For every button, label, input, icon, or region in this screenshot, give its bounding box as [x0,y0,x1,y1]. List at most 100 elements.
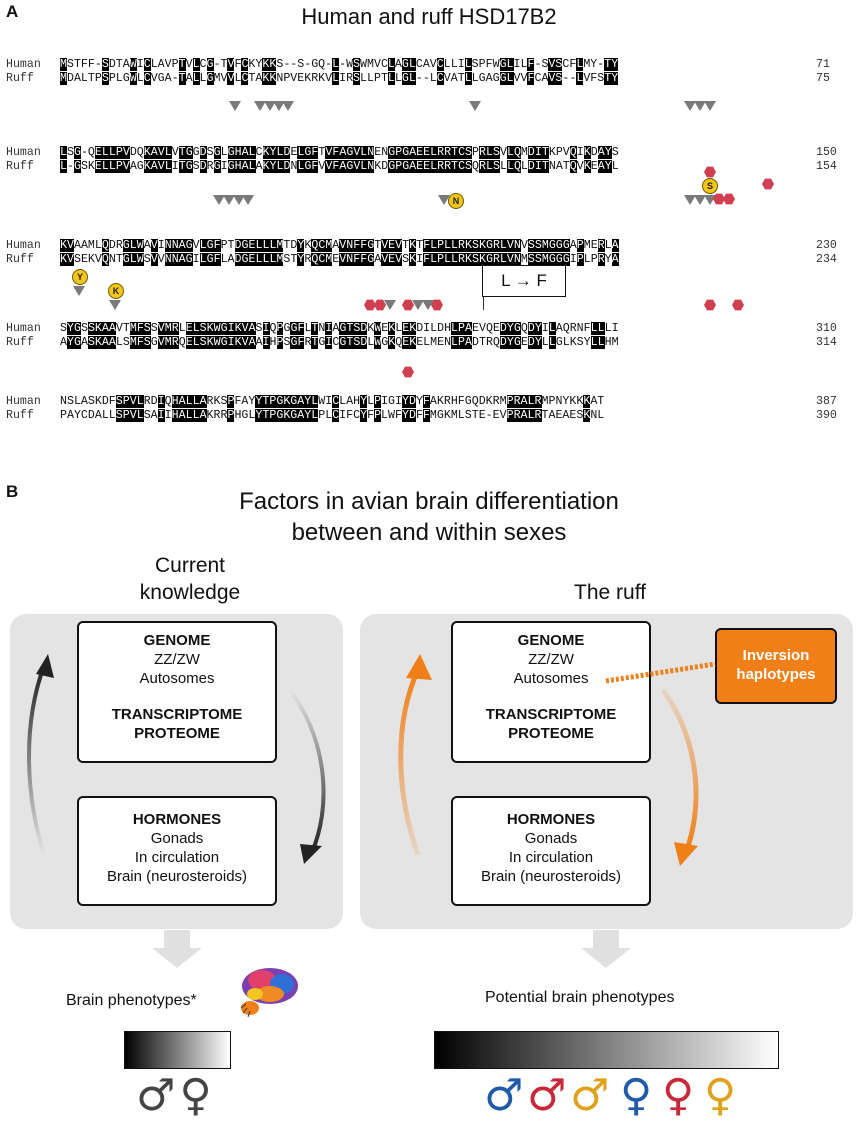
site-hexagon-icon [402,366,414,378]
genome-heading: GENOME [517,632,585,649]
left-gradient-bar [124,1031,231,1069]
left-down-arrowhead-icon [300,844,322,864]
right-genome-box: GENOME ZZ/ZW Autosomes TRANSCRIPTOME PRO… [451,621,651,763]
alignment-row-ruff: Ruff L-GSKELLPVAGKAVLITGSDRGIGHALAKYLDNLG… [0,160,858,174]
left-up-arrow [27,665,46,856]
mutation-box: L → F [482,265,566,297]
inversion-haplotypes-box: Inversion haplotypes [715,628,837,704]
genome-autosomes: Autosomes [513,670,589,687]
residue-count: 310 [816,322,837,335]
genome-zzzw: ZZ/ZW [154,651,200,668]
left-genome-box: GENOME ZZ/ZW Autosomes TRANSCRIPTOME PRO… [77,621,277,763]
site-hexagon-icon [723,193,735,205]
species-name: Human [6,58,41,71]
left-sex-symbols: ♂♀ [136,1070,216,1121]
genome-heading: GENOME [143,632,211,649]
species-name: Ruff [6,253,34,266]
conserved-triangle-icon [242,195,254,205]
hormones-heading: HORMONES [506,811,596,828]
left-column-title-line2: knowledge [139,581,241,604]
female-symbol-icon: ♀ [662,1070,695,1121]
brain-icon [240,968,298,1018]
residue-count: 150 [816,146,837,159]
species-name: Ruff [6,409,34,422]
conserved-triangle-icon [109,300,121,310]
species-name: Ruff [6,336,34,349]
species-name: Human [6,322,41,335]
species-name: Human [6,146,41,159]
site-hexagon-icon [431,299,443,311]
right-phenotype-label: Potential brain phenotypes [485,989,675,1006]
genome-autosomes: Autosomes [139,670,215,687]
alignment-row-ruff: Ruff KVSEKVQNTGLWSVVNNAGILGFLADGELLLMSTYR… [0,253,858,267]
hormones-brain: Brain (neurosteroids) [480,868,622,885]
sequence-text: L-GSKELLPVAGKAVLITGSDRGIGHALAKYLDNLGFVVF… [60,160,619,173]
site-hexagon-icon [374,299,386,311]
sequence-text: LSG-QELLPVDQKAVLVTGGDSGLGHALCKYLDELGFTVF… [60,146,619,159]
alignment-row-human: Human LSG-QELLPVDQKAVLVTGGDSGLGHALCKYLDEL… [0,146,858,160]
site-hexagon-icon [762,178,774,190]
residue-count: 234 [816,253,837,266]
panel-b-title-line2: between and within sexes [291,519,567,546]
hormones-circulation: In circulation [134,849,220,866]
panel-b-title-line1: Factors in avian brain differentiation [239,488,619,515]
conserved-triangle-icon [684,101,696,111]
sequence-text: MDALTPSPLGWLCVGA-TALLGMVVLCTAKKNPVEKRKVL… [60,72,619,85]
transcriptome-heading: TRANSCRIPTOME [485,706,617,723]
conserved-triangle-icon [73,286,85,296]
residue-count: 71 [816,58,830,71]
female-symbol-icon: ♀ [620,1070,653,1121]
alignment-row-human: Human MSTFF-SDTAWICLAVPTVLCG-TVFCKYKKS--S… [0,58,858,72]
sequence-text: SYGSSKAAVTMFSSVMRLELSKWGIKVASIQPGGFLTNIA… [60,322,619,335]
conserved-triangle-icon [223,195,235,205]
hormones-circulation: In circulation [508,849,594,866]
genome-zzzw: ZZ/ZW [528,651,574,668]
inversion-connector [605,661,716,684]
residue-count: 154 [816,160,837,173]
sequence-text: AYGASKAALSMFSGVMRQELSKWGIKVAAIHPSGFRTGIC… [60,336,619,349]
panel-b-letter: B [6,482,19,501]
species-name: Human [6,395,41,408]
y-site-circle-icon: Y [72,269,88,285]
hormones-gonads: Gonads [150,830,204,847]
panel-a-letter: A [6,2,19,21]
transcriptome-heading: TRANSCRIPTOME [111,706,243,723]
residue-count: 75 [816,72,830,85]
right-up-arrow [398,668,421,856]
right-column-title: The ruff [574,581,646,604]
conserved-triangle-icon [229,101,241,111]
sequence-text: MSTFF-SDTAWICLAVPTVLCG-TVFCKYKKS--S-GQ-L… [60,58,619,71]
alignment-row-ruff: Ruff AYGASKAALSMFSGVMRQELSKWGIKVAAIHPSGFR… [0,336,858,350]
n-site-circle-icon: N [448,193,464,209]
species-name: Human [6,239,41,252]
sequence-text: NSLASKDFSPVLRDIQHALLARKSPFAYYTPGKGAYLWIC… [60,395,605,408]
species-name: Ruff [6,160,34,173]
inversion-line1: Inversion [742,647,810,664]
conserved-triangle-icon [264,101,276,111]
alignment-row-human: Human SYGSSKAAVTMFSSVMRLELSKWGIKVASIQPGGF… [0,322,858,336]
left-output-arrow [152,930,202,968]
proteome-heading: PROTEOME [508,725,594,742]
conserved-triangle-icon [273,101,285,111]
left-down-arrow [288,688,326,853]
alignment-row-human: Human NSLASKDFSPVLRDIQHALLARKSPFAYYTPGKGA… [0,395,858,409]
conserved-triangle-icon [704,101,716,111]
residue-count: 230 [816,239,837,252]
inversion-line2: haplotypes [736,666,816,683]
residue-count: 387 [816,395,837,408]
mutation-pointer-line [483,296,484,310]
conserved-triangle-icon [254,101,266,111]
right-down-arrowhead-icon [674,842,698,866]
conserved-triangle-icon [233,195,245,205]
left-up-arrowhead-icon [36,654,54,678]
male-symbol-icon: ♂ [570,1070,610,1121]
conserved-triangle-icon [282,101,294,111]
hormones-brain: Brain (neurosteroids) [106,868,248,885]
panel-a-title: Human and ruff HSD17B2 [301,4,557,29]
site-hexagon-icon [704,299,716,311]
right-down-arrow [660,688,699,853]
sequence-text: KVSEKVQNTGLWSVVNNAGILGFLADGELLLMSTYRQCME… [60,253,619,266]
